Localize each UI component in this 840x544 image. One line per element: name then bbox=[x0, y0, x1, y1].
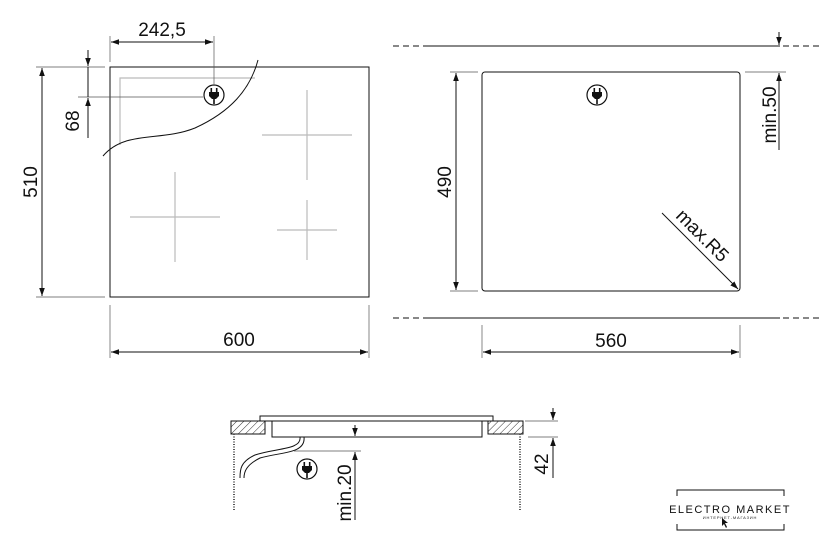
cutout-outline bbox=[481, 71, 741, 292]
cutout-depth-label: 490 bbox=[435, 166, 456, 198]
radius-label: max.R5 bbox=[671, 206, 732, 267]
logo-name: ELECTRO MARKET bbox=[669, 504, 791, 516]
electro-market-logo: ELECTRO MARKET ИНТЕРНЕТ-МАГАЗИН bbox=[669, 489, 791, 531]
plug-icon bbox=[586, 84, 608, 106]
radius-leader bbox=[661, 212, 739, 290]
clearance-below-label: min.20 bbox=[335, 464, 356, 521]
logo-subtitle: ИНТЕРНЕТ-МАГАЗИН bbox=[703, 515, 757, 520]
plug-icon bbox=[296, 458, 318, 480]
hob-top-view: 600 510 242,5 68 bbox=[21, 20, 370, 358]
cutaway-curve bbox=[102, 59, 259, 157]
hob-outline bbox=[109, 66, 370, 298]
control-zone-outline bbox=[119, 77, 255, 145]
width-label: 600 bbox=[223, 330, 255, 351]
plug-offset-y-label: 68 bbox=[63, 110, 84, 131]
burner-marks bbox=[130, 90, 352, 262]
plug-icon bbox=[203, 84, 225, 106]
plug-offset-x-label: 242,5 bbox=[138, 20, 186, 41]
hob-body bbox=[271, 420, 483, 438]
cutout-view: 490 560 min.50 max.R5 bbox=[393, 32, 820, 358]
worktop-left bbox=[230, 420, 266, 435]
thickness-label: 42 bbox=[532, 453, 553, 474]
clearance-label: min.50 bbox=[760, 86, 781, 143]
worktop-right bbox=[487, 420, 524, 435]
cutout-width-label: 560 bbox=[595, 331, 627, 352]
cursor-icon bbox=[722, 518, 728, 528]
glass-top bbox=[259, 415, 494, 422]
section-view: min.20 42 bbox=[230, 408, 558, 522]
depth-label: 510 bbox=[21, 166, 42, 198]
